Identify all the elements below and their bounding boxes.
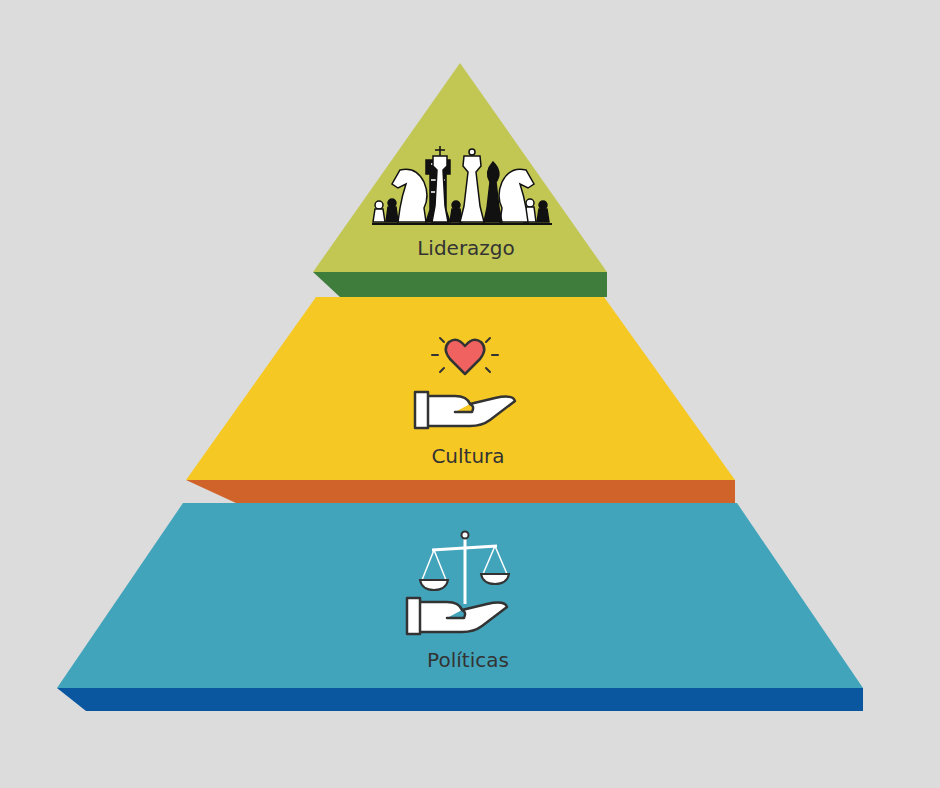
chess-icon bbox=[372, 146, 552, 224]
tier-edge bbox=[57, 688, 863, 711]
tier-edge bbox=[313, 272, 607, 297]
tier-fill bbox=[313, 63, 607, 272]
heart-hand-icon bbox=[415, 338, 515, 428]
pyramid-middle-tier: Cultura bbox=[186, 297, 735, 480]
tier-label: Cultura bbox=[431, 444, 504, 468]
tier-label: Políticas bbox=[427, 648, 509, 672]
pyramid-base-tier: Políticas bbox=[57, 503, 863, 688]
tier-fill bbox=[57, 503, 863, 688]
pyramid-top-tier: Liderazgo bbox=[313, 63, 607, 272]
tier-fill bbox=[186, 297, 735, 480]
scales-hand-icon bbox=[407, 532, 509, 635]
tier-label: Liderazgo bbox=[417, 236, 515, 260]
tier-edge bbox=[186, 480, 735, 503]
